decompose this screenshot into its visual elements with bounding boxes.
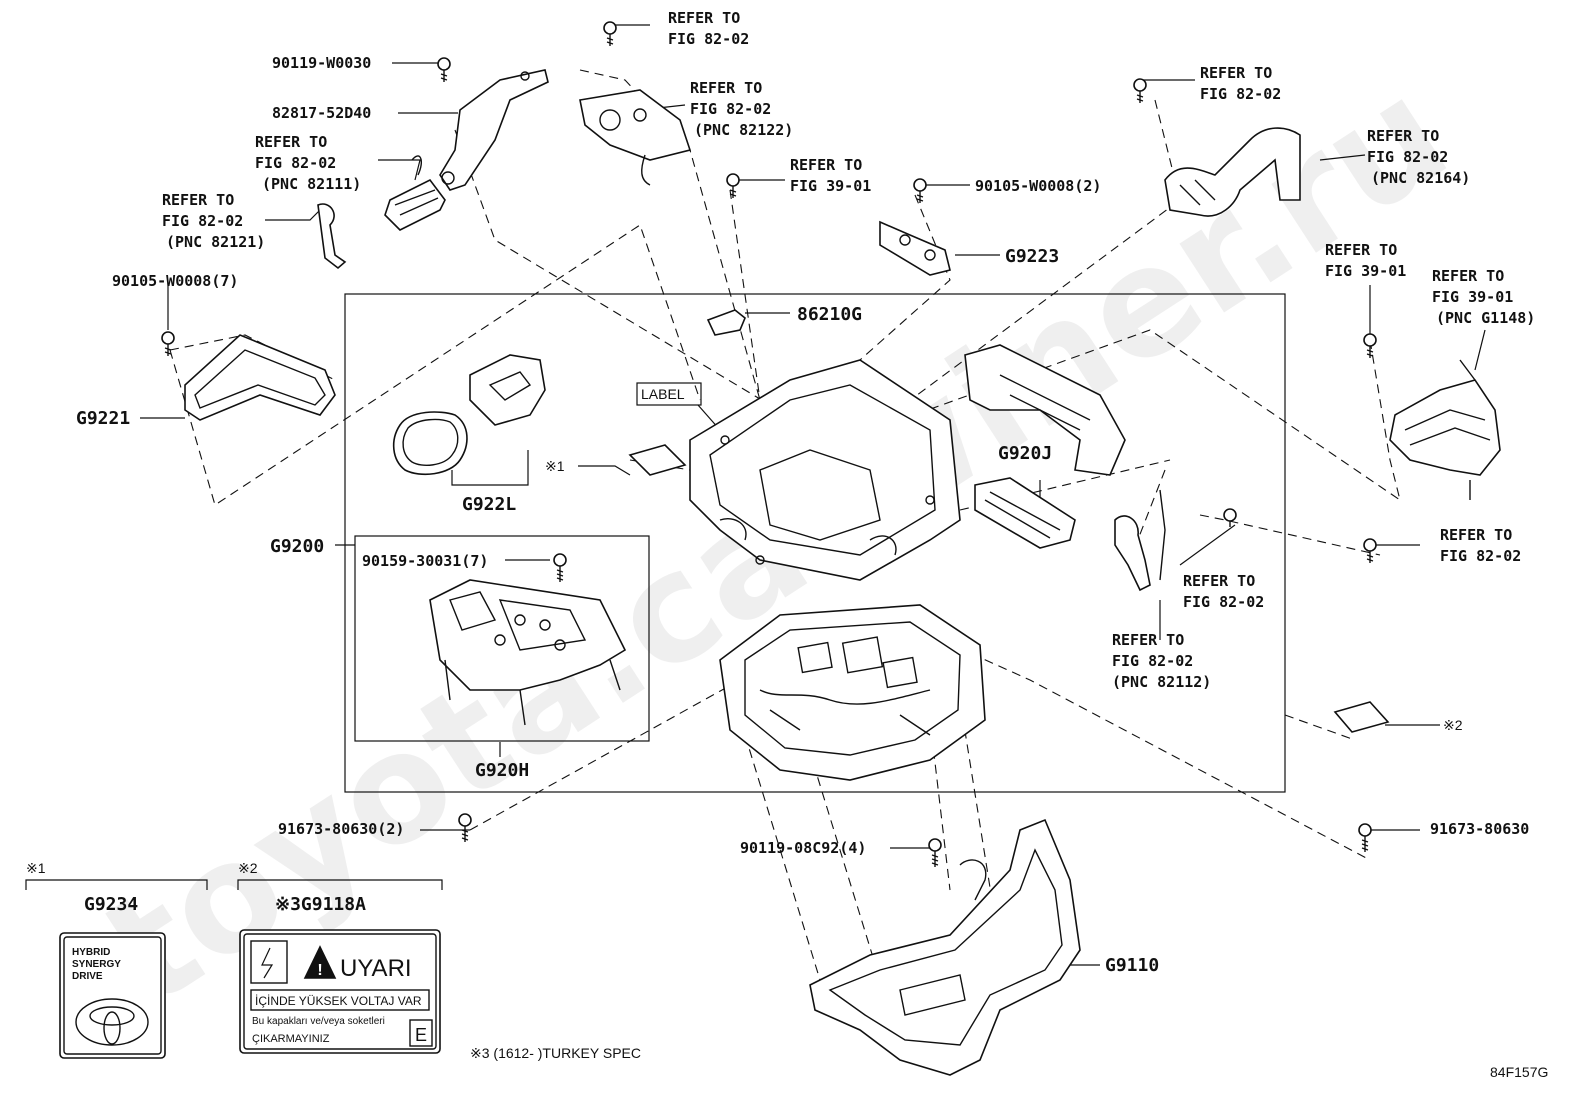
label-refer-82164-b: FIG 82-02 bbox=[1367, 148, 1448, 166]
label-refer-82164-a: REFER TO bbox=[1367, 127, 1439, 145]
label-sticker-1 bbox=[628, 382, 702, 476]
warning-label: ! UYARI İÇİNDE YÜKSEK VOLTAJ VAR Bu kapa… bbox=[239, 929, 441, 1054]
label-g9200: G9200 bbox=[270, 536, 324, 557]
label-90119-w0030: 90119-W0030 bbox=[272, 54, 371, 72]
label-g9221: G9221 bbox=[76, 408, 130, 429]
label-refer-82122-c: (PNC 82122) bbox=[694, 121, 793, 139]
right-connector-part bbox=[1389, 359, 1501, 500]
bracket-part bbox=[439, 69, 549, 191]
warning-line-1: İÇİNDE YÜKSEK VOLTAJ VAR bbox=[255, 994, 422, 1008]
label-refer-82122-a: REFER TO bbox=[690, 79, 762, 97]
label-refer-g1148-b: FIG 39-01 bbox=[1432, 288, 1513, 306]
label-g920j: G920J bbox=[998, 443, 1052, 464]
callout-labels: 90119-W0030 82817-52D40 REFER TO FIG 82-… bbox=[76, 9, 1535, 976]
sensor-harness-part bbox=[1114, 489, 1166, 592]
legend-mark-2: ※2 bbox=[238, 860, 258, 876]
toyota-logo bbox=[75, 998, 149, 1046]
inverter-unit bbox=[719, 604, 986, 781]
label-refer-82164-c: (PNC 82164) bbox=[1371, 169, 1470, 187]
label-sticker-2 bbox=[1333, 701, 1390, 733]
label-refer-82112-c: (PNC 82112) bbox=[1112, 673, 1211, 691]
label-legend: ※1 G9234 ※2 ※3G9118A bbox=[25, 860, 443, 915]
label-label-tag: LABEL bbox=[641, 386, 685, 402]
label-refer-3901-a: REFER TO bbox=[790, 156, 862, 174]
label-refer-rr-a: REFER TO bbox=[1440, 526, 1512, 544]
label-refer-top1-a: REFER TO bbox=[668, 9, 740, 27]
label-refer-82112-a: REFER TO bbox=[1112, 631, 1184, 649]
label-refer-rr-b: FIG 82-02 bbox=[1440, 547, 1521, 565]
warning-title: UYARI bbox=[340, 955, 412, 982]
clip-86210g bbox=[706, 309, 746, 336]
label-refer-3901-b: FIG 39-01 bbox=[790, 177, 871, 195]
voltage-icon bbox=[261, 947, 274, 979]
label-refer-topr-a: REFER TO bbox=[1200, 64, 1272, 82]
hsd-badge: HYBRID SYNERGY DRIVE bbox=[59, 932, 166, 1059]
label-mark-2: ※2 bbox=[1443, 717, 1463, 733]
warning-triangle-icon bbox=[303, 945, 337, 979]
warning-line-2: Bu kapakları ve/veya soketleri bbox=[252, 1016, 385, 1027]
label-refer-g1148-c: (PNC G1148) bbox=[1436, 309, 1535, 327]
label-g9223: G9223 bbox=[1005, 246, 1059, 267]
gasket-g9221 bbox=[184, 334, 336, 421]
label-90105-w0008-2: 90105-W0008(2) bbox=[975, 177, 1101, 195]
label-refer-r3901-a: REFER TO bbox=[1325, 241, 1397, 259]
label-g922l: G922L bbox=[462, 494, 516, 515]
bracket-right-part bbox=[964, 344, 1126, 476]
warning-corner: E bbox=[415, 1025, 427, 1045]
label-refer-r3901-b: FIG 39-01 bbox=[1325, 262, 1406, 280]
legend-mark-1: ※1 bbox=[26, 860, 46, 876]
label-refer-top1-b: FIG 82-02 bbox=[668, 30, 749, 48]
label-90159-30031: 90159-30031(7) bbox=[362, 552, 488, 570]
bolt-icons bbox=[161, 21, 1377, 867]
board-g920h bbox=[429, 579, 627, 726]
subassembly-frame bbox=[354, 535, 650, 742]
label-mark-1: ※1 bbox=[545, 458, 565, 474]
label-refer-mr-a: REFER TO bbox=[1183, 572, 1255, 590]
warning-line-3: ÇIKARMAYINIZ bbox=[252, 1033, 330, 1045]
label-g9110: G9110 bbox=[1105, 955, 1159, 976]
label-refer-mr-b: FIG 82-02 bbox=[1183, 593, 1264, 611]
warning-exclamation: ! bbox=[317, 962, 322, 979]
part-g920j bbox=[974, 477, 1076, 549]
top-connector-part bbox=[579, 89, 692, 186]
bracket-g9110 bbox=[809, 818, 1081, 1076]
assembly-frame bbox=[344, 293, 1286, 793]
label-91673-80630: 91673-80630 bbox=[1430, 820, 1529, 838]
label-90119-08c92: 90119-08C92(4) bbox=[740, 839, 866, 857]
label-refer-g1148-a: REFER TO bbox=[1432, 267, 1504, 285]
legend-part-g9234: G9234 bbox=[84, 894, 138, 915]
figure-code: 84F157G bbox=[1490, 1064, 1548, 1080]
label-82817-52d40: 82817-52D40 bbox=[272, 104, 371, 122]
badge-line-1: HYBRID bbox=[72, 947, 110, 958]
clamp-part bbox=[317, 203, 347, 270]
upper-case bbox=[689, 359, 961, 581]
label-refer-topr-b: FIG 82-02 bbox=[1200, 85, 1281, 103]
label-90105-w0008-7: 90105-W0008(7) bbox=[112, 272, 238, 290]
seal-g922l bbox=[392, 354, 546, 476]
badge-line-3: DRIVE bbox=[72, 971, 103, 982]
label-refer-82122-b: FIG 82-02 bbox=[690, 100, 771, 118]
badge-line-2: SYNERGY bbox=[72, 959, 121, 970]
turkey-spec-note: ※3 (1612- )TURKEY SPEC bbox=[470, 1045, 641, 1061]
label-g920h: G920H bbox=[475, 760, 529, 781]
plate-g9223 bbox=[879, 220, 951, 276]
label-refer-82121-b: FIG 82-02 bbox=[162, 212, 243, 230]
connector-part bbox=[384, 155, 446, 231]
label-refer-82111-b: FIG 82-02 bbox=[255, 154, 336, 172]
label-refer-82111-c: (PNC 82111) bbox=[262, 175, 361, 193]
cable-connector-part bbox=[1164, 127, 1301, 217]
label-86210g: 86210G bbox=[797, 304, 862, 325]
label-refer-82112-b: FIG 82-02 bbox=[1112, 652, 1193, 670]
legend-part-g9118a: ※3G9118A bbox=[275, 894, 366, 915]
label-refer-82111-a: REFER TO bbox=[255, 133, 327, 151]
label-refer-82121-a: REFER TO bbox=[162, 191, 234, 209]
label-refer-82121-c: (PNC 82121) bbox=[166, 233, 265, 251]
label-91673-80630-2: 91673-80630(2) bbox=[278, 820, 404, 838]
